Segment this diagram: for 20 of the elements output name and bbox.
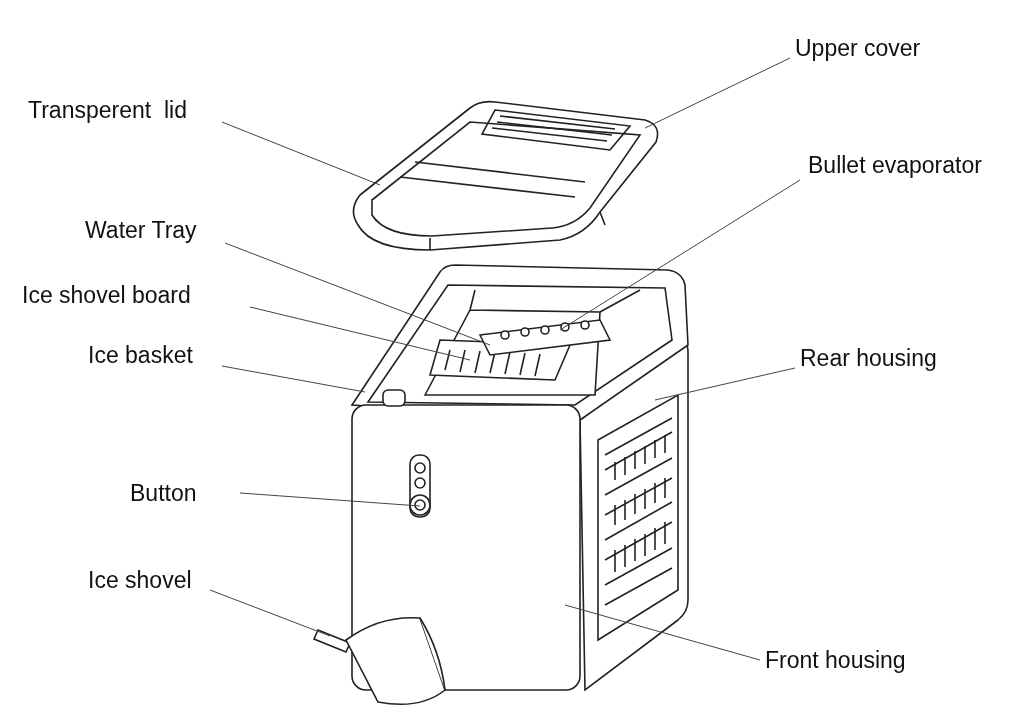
leader-line [221, 365, 366, 393]
part-label: Rear housing [800, 344, 937, 372]
leader-line [644, 57, 791, 129]
part-label: Transperent lid [28, 96, 187, 124]
leader-line [209, 589, 331, 637]
part-label: Bullet evaporator [808, 151, 982, 179]
part-label: Ice shovel [88, 566, 192, 594]
leader-line [559, 179, 801, 331]
leader-line [564, 604, 761, 661]
leader-line [249, 306, 471, 361]
leader-line [239, 492, 421, 507]
part-label: Water Tray [85, 216, 197, 244]
part-label: Button [130, 479, 197, 507]
leader-line [221, 121, 381, 186]
part-label: Front housing [765, 646, 906, 674]
leader-line [654, 367, 796, 401]
leader-line [224, 242, 491, 346]
part-label: Ice basket [88, 341, 193, 369]
part-label: Ice shovel board [22, 281, 191, 309]
part-label: Upper cover [795, 34, 921, 62]
